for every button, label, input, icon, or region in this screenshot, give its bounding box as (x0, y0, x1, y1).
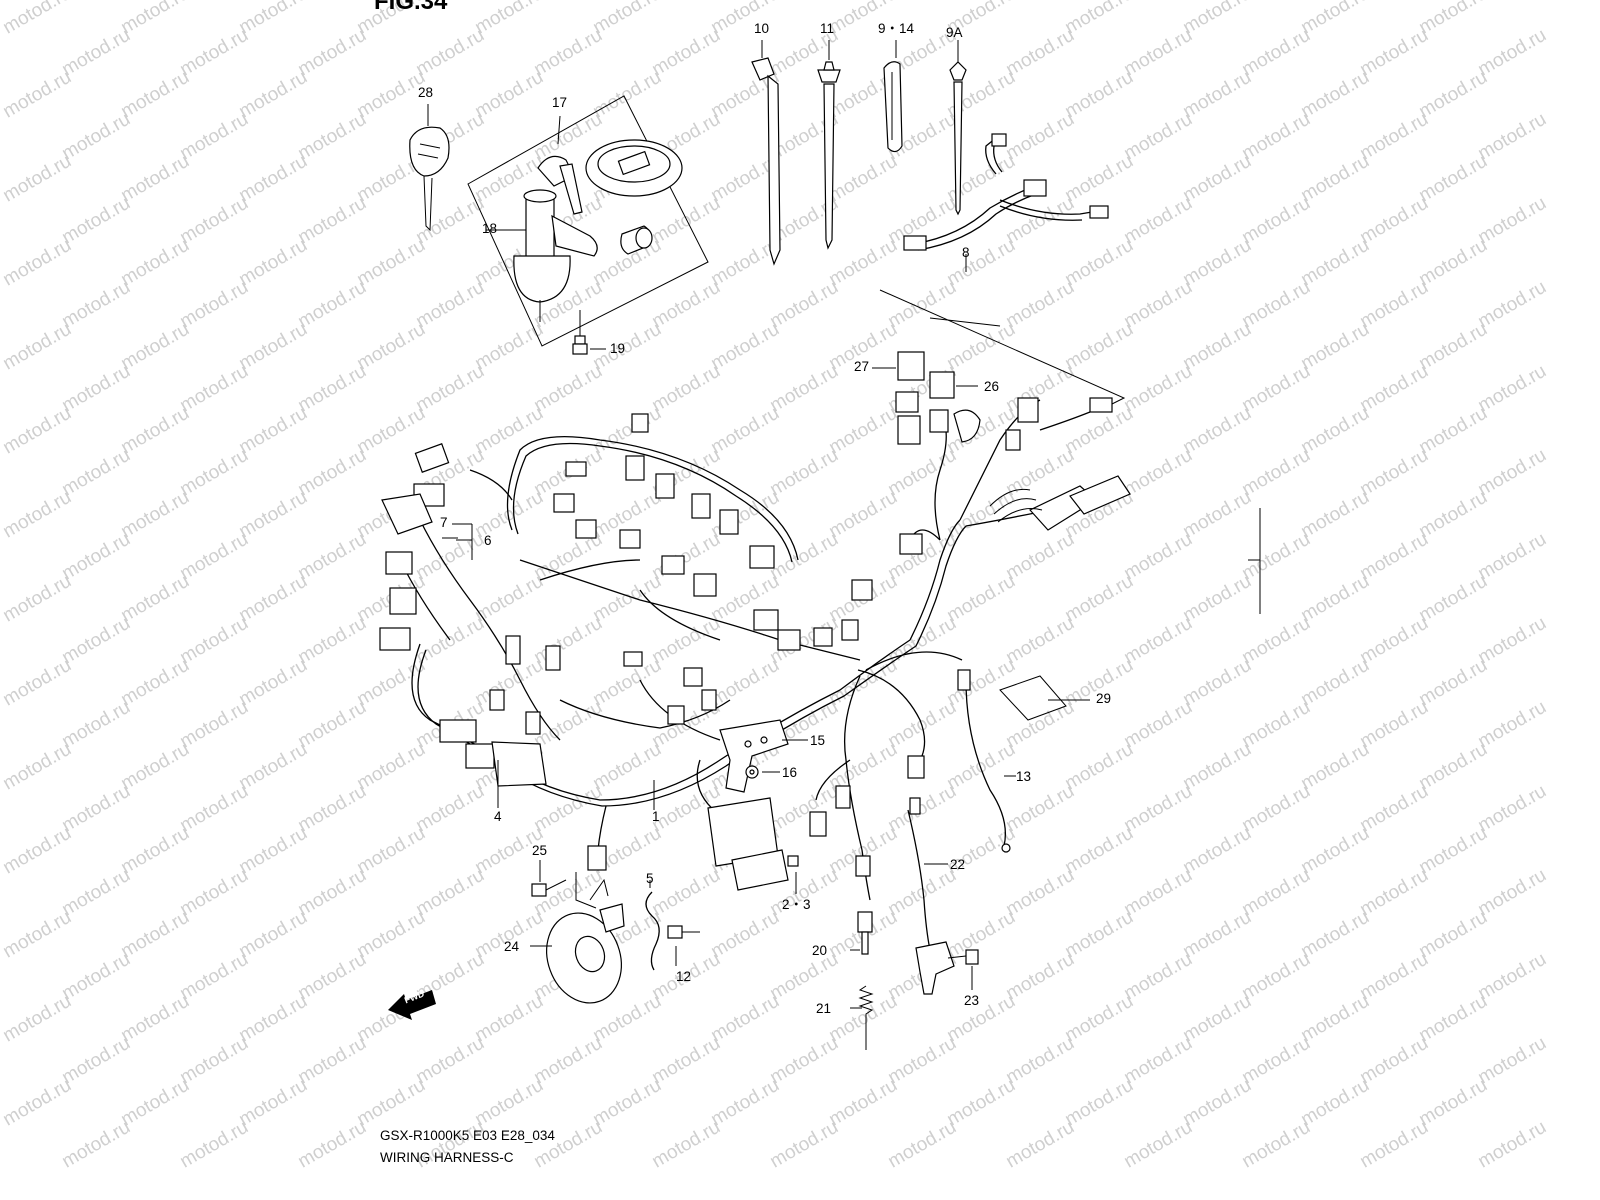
bolt-12[interactable] (667, 925, 700, 939)
spring-21[interactable] (858, 985, 874, 1050)
callout-7[interactable]: 7 (440, 515, 448, 530)
callout-29[interactable]: 29 (1096, 691, 1112, 706)
callout-16[interactable]: 16 (782, 765, 798, 780)
callout-6[interactable]: 6 (484, 533, 492, 548)
harness-connectors[interactable] (379, 413, 1011, 877)
horn-24[interactable] (534, 878, 633, 1014)
model-code: GSX-R1000K5 E03 E28_034 (380, 1128, 555, 1143)
callout-9a[interactable]: 9A (946, 25, 963, 40)
switch-22[interactable] (915, 941, 955, 995)
bracket-15[interactable] (719, 719, 789, 793)
callout-12[interactable]: 12 (676, 969, 692, 984)
callout-10[interactable]: 10 (754, 21, 770, 36)
reference-lines (879, 289, 1261, 614)
switch-20[interactable] (857, 911, 873, 955)
callout-4[interactable]: 4 (494, 809, 502, 824)
lock-set-box[interactable] (467, 95, 709, 347)
diagram-title: WIRING HARNESS-C (380, 1150, 514, 1165)
callout-20[interactable]: 20 (812, 943, 828, 958)
callout-17[interactable]: 17 (552, 95, 568, 110)
callout-22[interactable]: 22 (950, 857, 966, 872)
bolt-23[interactable] (947, 949, 979, 965)
clamp-9a[interactable] (949, 40, 967, 216)
callout-1[interactable]: 1 (652, 809, 660, 824)
figure-title: FIG.34 (374, 0, 448, 15)
callout-2-3[interactable]: 2・3 (782, 897, 811, 912)
fuse-box-2-3[interactable] (707, 797, 799, 891)
callout-9-14[interactable]: 9・14 (878, 21, 915, 36)
callout-27[interactable]: 27 (854, 359, 870, 374)
callout-15[interactable]: 15 (810, 733, 826, 748)
callout-18[interactable]: 18 (482, 221, 498, 236)
callout-19[interactable]: 19 (610, 341, 626, 356)
fwd-arrow-icon (388, 990, 436, 1020)
clamp-9-14[interactable] (883, 40, 903, 153)
callout-5[interactable]: 5 (646, 871, 654, 886)
callout-13[interactable]: 13 (1016, 769, 1032, 784)
bolt-19[interactable] (572, 310, 606, 355)
callout-23[interactable]: 23 (964, 993, 980, 1008)
callout-24[interactable]: 24 (504, 939, 520, 954)
bolt-25[interactable] (531, 872, 597, 909)
callout-25[interactable]: 25 (532, 843, 548, 858)
callout-26[interactable]: 26 (984, 379, 1000, 394)
hook-5[interactable] (645, 891, 660, 971)
callout-8[interactable]: 8 (962, 245, 970, 260)
sub-harness-8[interactable] (903, 133, 1109, 272)
clamp-10[interactable] (751, 40, 781, 266)
grommet-16[interactable] (745, 765, 759, 779)
leader-lines (442, 229, 1090, 1009)
relays-and-ecu-connectors[interactable] (895, 351, 1131, 531)
clamp-11[interactable] (817, 40, 841, 250)
callout-28[interactable]: 28 (418, 85, 434, 100)
callout-11[interactable]: 11 (820, 21, 835, 36)
key-illustration[interactable] (409, 104, 450, 232)
callout-21[interactable]: 21 (816, 1001, 832, 1016)
label-sheet-29[interactable] (999, 675, 1067, 721)
